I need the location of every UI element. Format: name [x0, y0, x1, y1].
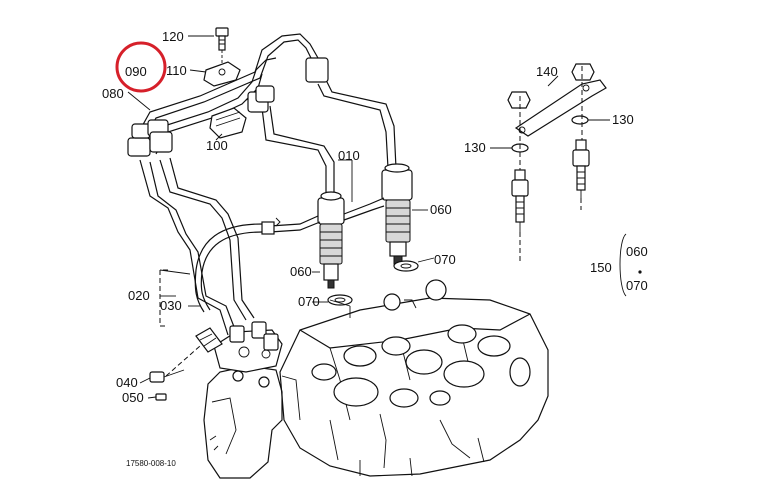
- glow-plug-lead: [514, 79, 607, 137]
- label-part-150-070: 070: [626, 278, 648, 293]
- label-part-150: 150: [590, 260, 612, 275]
- gasket-washer-left: [327, 294, 353, 306]
- separator-dot: [638, 270, 642, 274]
- gasket-washer-right: [393, 260, 419, 272]
- glow-plug-nut-right: [571, 63, 595, 81]
- pipe-nut-top: [247, 57, 329, 113]
- label-part-090: 090: [125, 64, 147, 79]
- label-part-050: 050: [122, 390, 144, 405]
- leak-off-pipe: [261, 197, 385, 235]
- leader-lines: [127, 35, 627, 399]
- pipe-nut-left: [127, 119, 173, 157]
- glow-plug-left: [511, 169, 529, 232]
- label-part-140: 140: [536, 64, 558, 79]
- return-hose: [194, 223, 263, 313]
- label-part-120: 120: [162, 29, 184, 44]
- label-part-100: 100: [206, 138, 228, 153]
- injection-pipes: [127, 33, 397, 336]
- hose-fitting: [195, 327, 223, 353]
- bleed-screw: [149, 369, 185, 383]
- label-part-010: 010: [338, 148, 360, 163]
- cylinder-head: [279, 279, 549, 477]
- label-part-020: 020: [128, 288, 150, 303]
- bleed-screw-washer: [155, 393, 167, 401]
- label-part-130-right: 130: [612, 112, 634, 127]
- label-part-110: 110: [166, 63, 187, 78]
- pipe-clamp-lower: [209, 107, 247, 139]
- label-part-060-upper: 060: [430, 202, 452, 217]
- drawing-number: 17580-008-10: [126, 459, 176, 468]
- glow-plug-nut-left: [507, 91, 531, 109]
- clamp-bolt: [215, 27, 229, 64]
- glow-plug-washer-right: [571, 115, 589, 125]
- label-part-150-060: 060: [626, 244, 648, 259]
- injector-nozzle-left: [317, 191, 345, 289]
- label-part-060-lower: 060: [290, 264, 312, 279]
- highlight-circle: [115, 41, 167, 93]
- injection-pump: [213, 321, 283, 373]
- label-part-070-left: 070: [298, 294, 320, 309]
- label-part-070-right: 070: [434, 252, 456, 267]
- label-part-030: 030: [160, 298, 182, 313]
- injector-nozzle-right: [381, 163, 413, 265]
- pipe-clamp-upper: [203, 61, 241, 87]
- glow-plug-right: [572, 139, 590, 198]
- label-part-130-left: 130: [464, 140, 486, 155]
- label-part-080: 080: [102, 86, 124, 101]
- label-part-040: 040: [116, 375, 138, 390]
